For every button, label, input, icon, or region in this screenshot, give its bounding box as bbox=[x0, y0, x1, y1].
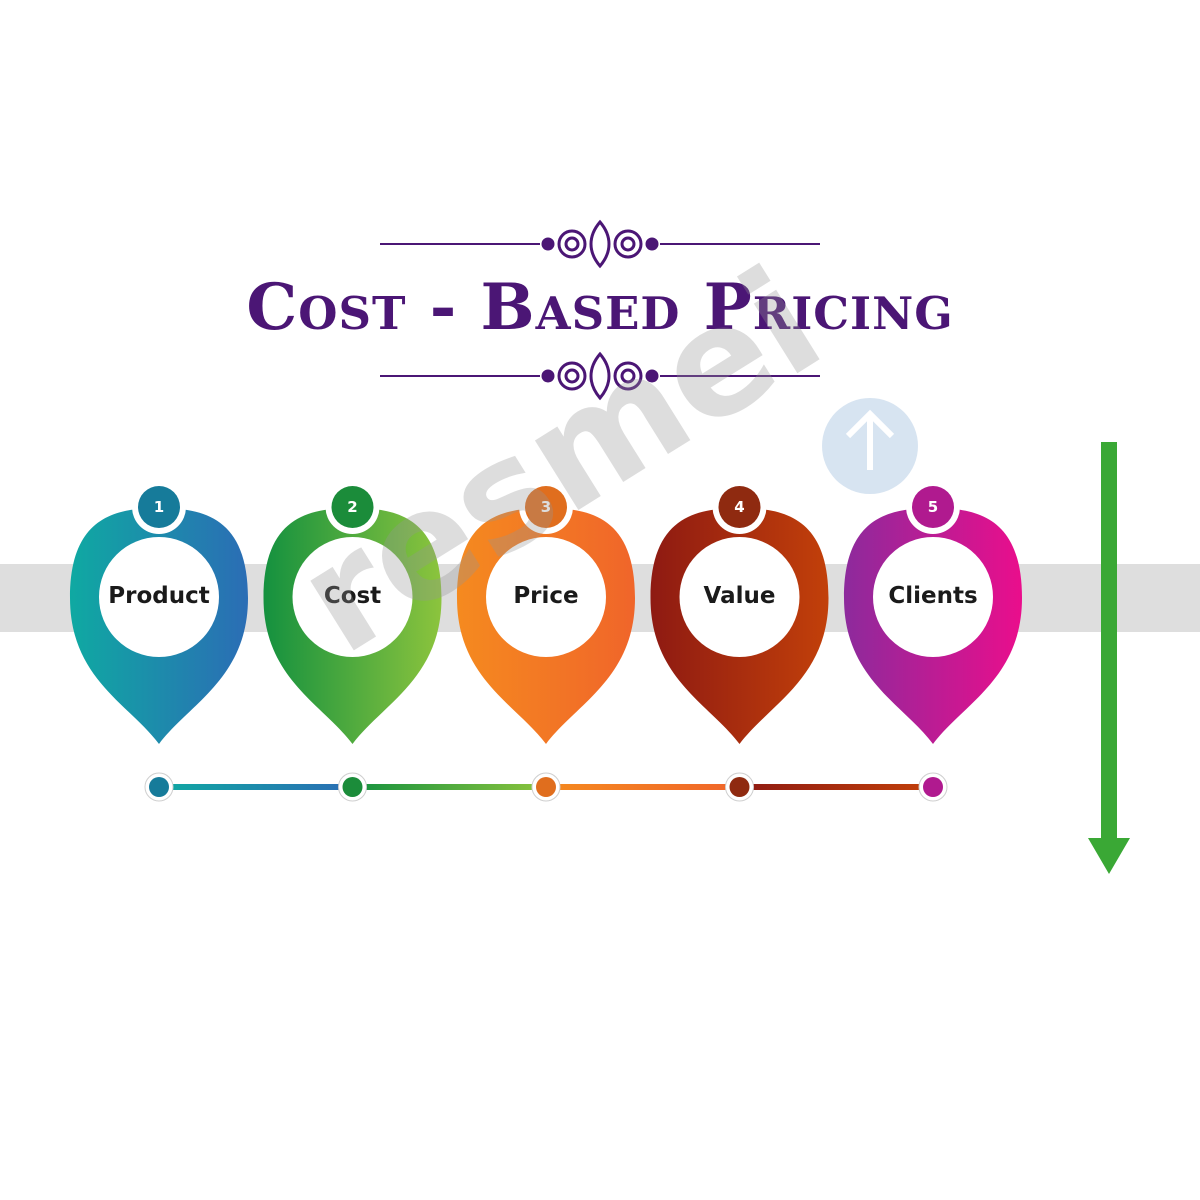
pin-inner-circle bbox=[679, 537, 800, 657]
timeline-segment bbox=[739, 784, 933, 790]
step-label-1: Product bbox=[108, 583, 210, 609]
pin-inner-circle bbox=[873, 537, 993, 657]
pin-inner-circle bbox=[486, 537, 606, 657]
pin-inner-circle bbox=[99, 537, 219, 657]
page-title: Cost - Based Pricing bbox=[246, 270, 954, 345]
step-label-5: Clients bbox=[888, 583, 978, 609]
down-arrow-icon bbox=[1088, 442, 1130, 874]
timeline-node-5 bbox=[918, 772, 948, 802]
number-badge bbox=[525, 486, 567, 528]
timeline-segment bbox=[159, 784, 353, 790]
number-badge bbox=[331, 486, 374, 528]
step-number-5: 5 bbox=[927, 498, 939, 516]
step-pin-4 bbox=[650, 480, 829, 744]
step-label-3: Price bbox=[513, 583, 579, 609]
pin-inner-circle bbox=[292, 537, 413, 657]
step-pin-2 bbox=[263, 480, 442, 744]
step-pin-1 bbox=[70, 480, 248, 744]
number-badge bbox=[138, 486, 180, 528]
step-number-2: 2 bbox=[347, 498, 358, 516]
step-number-4: 4 bbox=[734, 498, 745, 516]
timeline-node-1 bbox=[144, 772, 174, 802]
timeline-segment bbox=[352, 784, 546, 790]
timeline-segment bbox=[546, 784, 740, 790]
step-number-1: 1 bbox=[153, 498, 165, 516]
timeline-node-3 bbox=[531, 772, 561, 802]
number-badge bbox=[718, 486, 761, 528]
number-badge bbox=[912, 486, 954, 528]
step-pin-5 bbox=[844, 480, 1022, 744]
step-number-3: 3 bbox=[540, 498, 552, 516]
step-label-4: Value bbox=[703, 583, 776, 609]
up-arrow-badge-icon bbox=[822, 398, 918, 494]
timeline-node-2 bbox=[338, 772, 367, 802]
timeline-node-4 bbox=[725, 772, 754, 802]
step-label-2: Cost bbox=[323, 583, 382, 609]
step-pin-3 bbox=[457, 480, 635, 744]
